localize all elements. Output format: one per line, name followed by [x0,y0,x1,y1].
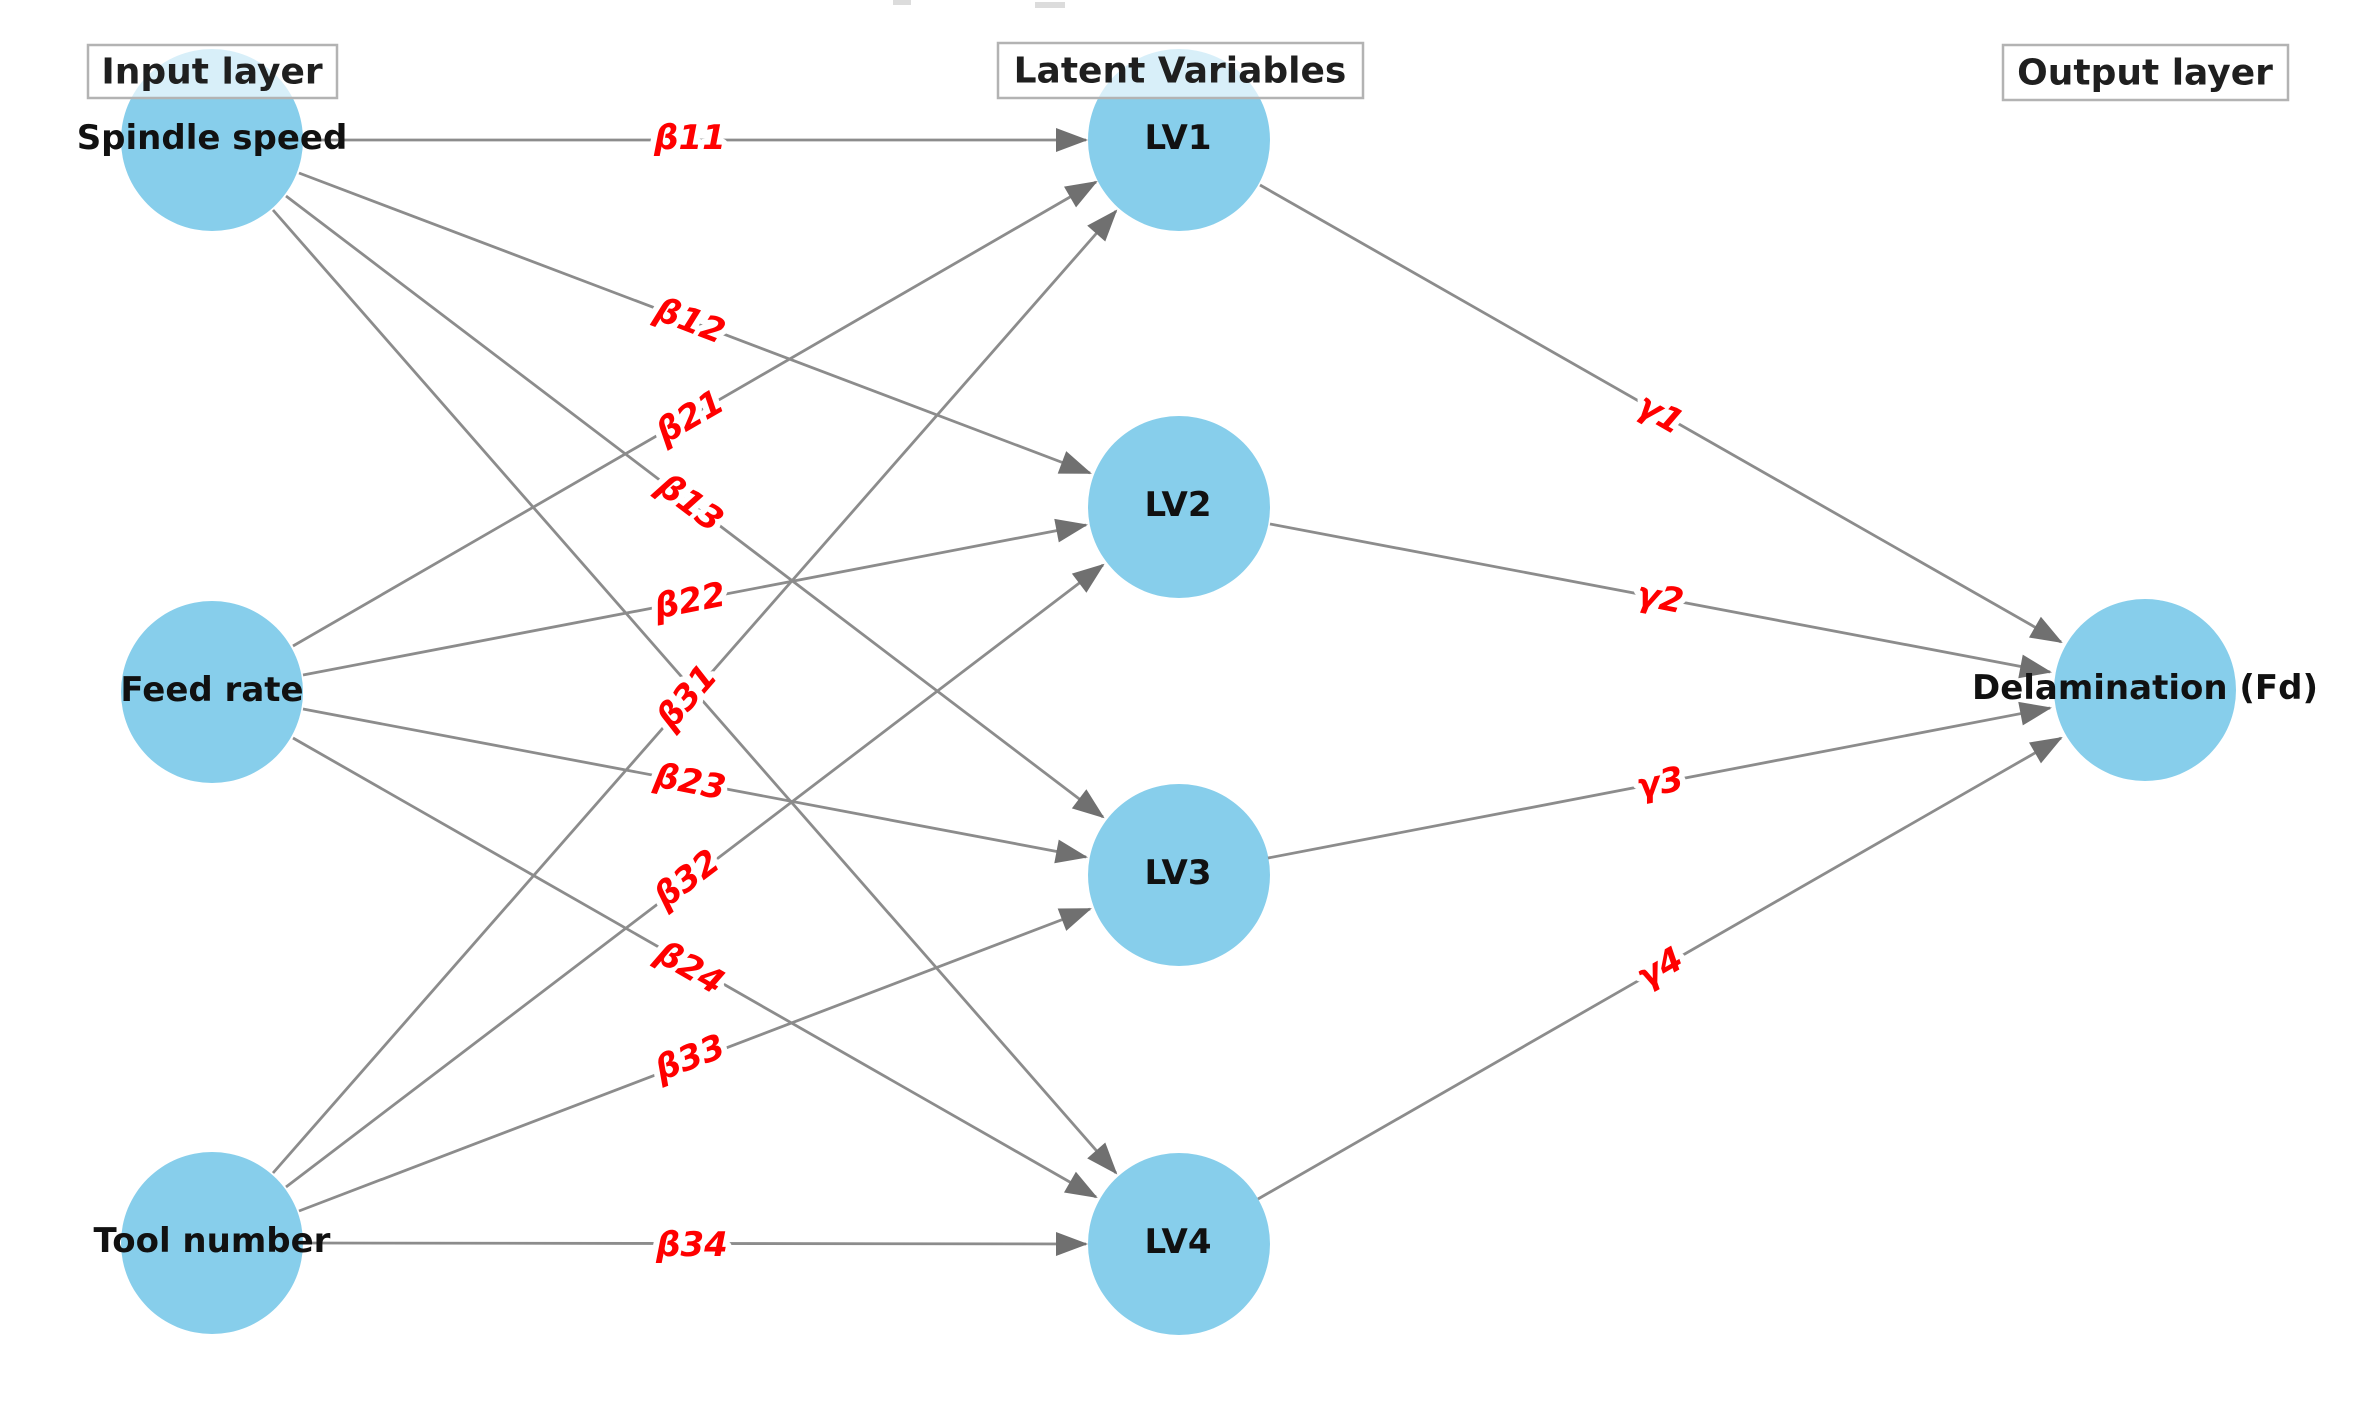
edge-lv3-delamination [1267,701,2052,860]
latent-variables-box [996,41,1365,100]
edge-label-b34: β34 [655,1225,728,1265]
edge-label-b12: β12 [648,289,730,352]
edge-feed-lv2 [302,518,1088,677]
node-label-feed-rate: Feed rate [120,670,303,710]
edge-label-b23: β23 [650,755,729,808]
node-tool-number [121,1152,303,1334]
node-label-lv2: LV2 [1145,485,1212,525]
node-lv3 [1088,784,1270,966]
latent-variables-title: Latent Variables [1014,51,1347,92]
node-lv2 [1088,416,1270,598]
edge-label-b32: β32 [646,841,728,917]
artifact-mark [893,0,911,5]
edge-lv1-delamination [1259,183,2063,644]
edge-label-b21: β21 [648,382,731,453]
edge-feed-lv1 [292,180,1098,648]
edge-feed-lv4 [292,736,1098,1199]
nodes [121,49,2236,1335]
edge-label-b11: β11 [653,118,726,158]
node-feed-rate [121,601,303,783]
node-lv4 [1088,1153,1270,1335]
input-layer-title: Input layer [101,52,323,93]
edge-label-b13: β13 [649,465,731,541]
edge-tool-lv3 [298,907,1092,1213]
edge-tool-lv4 [304,1231,1088,1256]
edge-tool-lv2 [285,563,1105,1189]
output-layer-box [2001,43,2290,102]
cropped-text-artifact [893,0,1065,8]
node-label-spindle-speed: Spindle speed [77,118,348,158]
edge-label-b22: β22 [650,575,729,628]
node-labels: Spindle speed Feed rate Tool number LV1 … [77,118,2318,1262]
artifact-mark [1035,2,1065,8]
edge-label-b33: β33 [648,1026,730,1089]
node-label-tool-number: Tool number [94,1221,331,1261]
edge-label-g4: γ4 [1630,939,1691,997]
edge-tool-lv1 [271,209,1118,1174]
node-label-lv1: LV1 [1145,118,1212,158]
node-delamination [2054,599,2236,781]
layer-boxes: Input layer Latent Variables Output laye… [86,41,2290,102]
edges [271,128,2063,1256]
edge-feed-lv3 [302,707,1088,864]
edge-label-g2: γ2 [1633,574,1687,622]
edge-lv4-delamination [1257,736,2063,1201]
input-layer-box [86,43,339,100]
output-layer-title: Output layer [2017,53,2273,94]
edge-label-b24: β24 [648,932,731,1003]
edge-spindle-lv2 [298,171,1092,475]
edge-spindle-lv3 [285,194,1105,819]
node-label-delamination: Delamination (Fd) [1972,668,2318,708]
edge-labels: β11 β12 β13 β21 β22 β23 β24 β31 β32 β33 … [640,112,1697,1271]
edge-lv2-delamination [1269,522,2052,679]
edge-label-g3: γ3 [1633,759,1687,807]
node-label-lv4: LV4 [1145,1222,1212,1262]
node-label-lv3: LV3 [1145,853,1212,893]
edge-label-g1: γ1 [1630,385,1691,443]
